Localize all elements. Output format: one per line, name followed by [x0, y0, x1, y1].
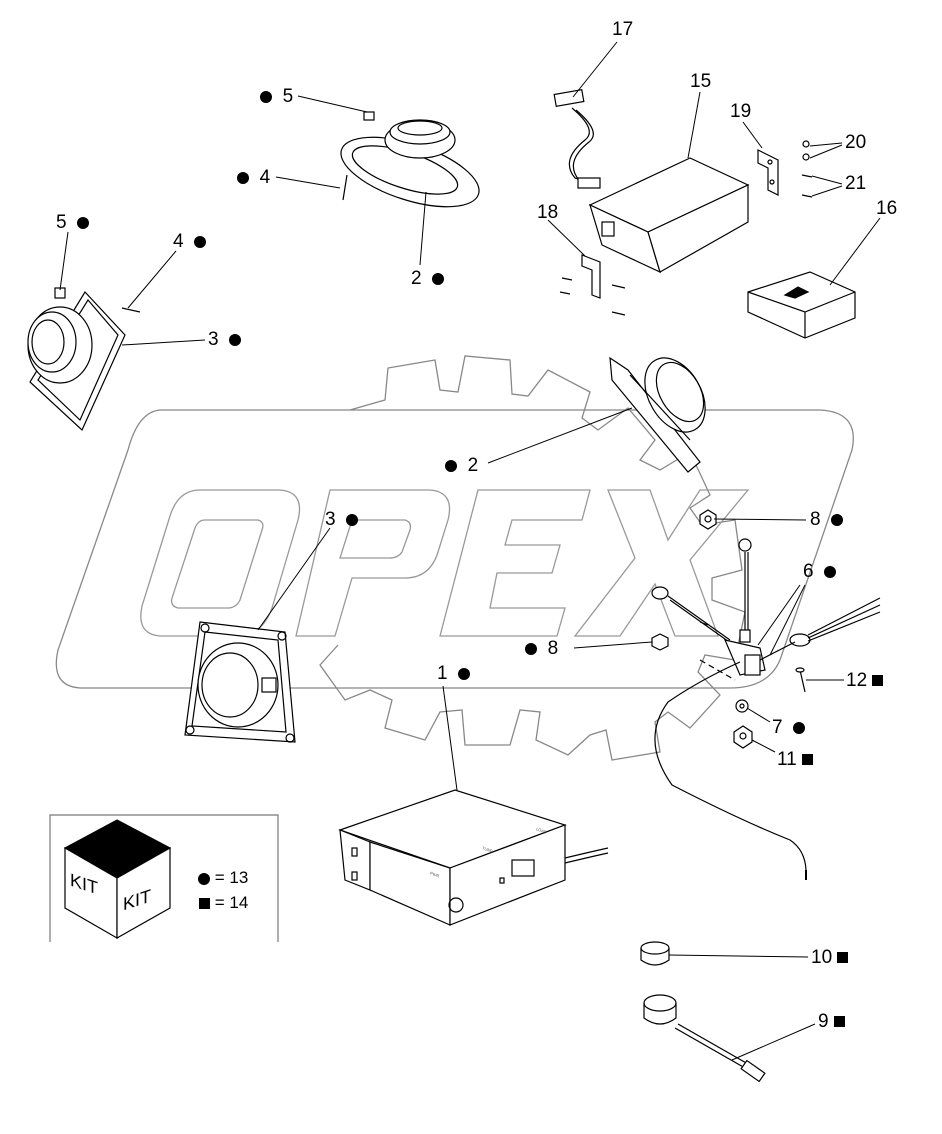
dot-marker: [445, 459, 457, 472]
callout-6-number: 6: [803, 561, 814, 582]
dot-marker: [458, 667, 471, 680]
callout-10: 10: [811, 947, 849, 968]
callout-5-left: 5: [56, 212, 90, 233]
callout-8-lower: 8: [525, 639, 558, 658]
part-3-speaker-middle: [184, 621, 296, 743]
callout-2-middle: 2: [445, 456, 478, 475]
kit-legend-dot-text: = 13: [214, 868, 249, 887]
square-marker: [837, 952, 849, 964]
dot-marker: [198, 872, 210, 885]
callout-2-top-number: 2: [411, 268, 422, 289]
dot-marker: [194, 235, 207, 248]
watermark-oval: [55, 409, 854, 689]
callout-19: 19: [730, 102, 751, 121]
callout-1: 1: [437, 663, 471, 684]
part-19-bracket: [757, 149, 779, 196]
callout-10-number: 10: [811, 947, 833, 968]
dot-marker: [824, 565, 837, 578]
callout-21: 21: [845, 174, 866, 193]
callout-2-middle-number: 2: [467, 455, 479, 476]
square-marker: [872, 675, 884, 687]
callout-15: 15: [690, 72, 711, 91]
square-marker: [199, 898, 210, 910]
callout-3-middle: 3: [325, 509, 359, 530]
callout-11-number: 11: [777, 749, 797, 770]
callout-16: 16: [876, 199, 897, 218]
callout-18: 18: [537, 203, 558, 222]
callout-9-number: 9: [818, 1011, 829, 1032]
part-12-screw: [795, 667, 806, 693]
square-marker: [802, 754, 814, 766]
part-11-nut: [733, 725, 753, 749]
kit-legend-box: [49, 814, 279, 942]
part-2-speaker-middle: [609, 356, 706, 473]
callout-7: 7: [772, 717, 806, 738]
callout-3-top-number: 3: [208, 329, 219, 350]
part-1-radio: [338, 789, 609, 926]
callout-9: 9: [818, 1012, 845, 1031]
dot-marker: [229, 333, 242, 346]
part-3-speaker-top: [27, 287, 141, 432]
part-20-21-screws: [801, 140, 813, 198]
callout-19-number: 19: [730, 101, 752, 122]
part-16-pad: [747, 271, 856, 339]
part-7-washer: [735, 699, 749, 713]
dot-marker: [793, 721, 806, 734]
callout-12-number: 12: [846, 670, 868, 691]
part-6-antenna-mount: [654, 597, 881, 880]
dot-marker: [237, 171, 249, 184]
callout-17: 17: [612, 20, 633, 39]
callout-5-top-number: 5: [282, 86, 294, 107]
callout-4-top: 4: [237, 168, 270, 187]
dot-marker: [525, 642, 537, 655]
callout-8-top-number: 8: [810, 509, 821, 530]
callout-21-number: 21: [845, 173, 867, 194]
dot-marker: [346, 513, 359, 526]
callout-5-left-number: 5: [56, 212, 67, 233]
callout-6: 6: [803, 561, 837, 582]
callout-20-number: 20: [845, 132, 867, 153]
part-2-speaker-top: [340, 111, 480, 208]
kit-legend-square-text: = 14: [214, 893, 249, 912]
part-8-nut-lower: [651, 633, 669, 651]
callout-4-left-number: 4: [173, 231, 184, 252]
part-15-amplifier: [588, 157, 750, 274]
part-8-nut-top: [699, 509, 717, 530]
leader-lines: [59, 41, 881, 1061]
square-marker: [833, 1016, 845, 1028]
callout-1-number: 1: [437, 663, 448, 684]
antenna-ground-lead: [738, 538, 752, 643]
kit-cube-icon: [63, 819, 172, 940]
callout-8-top: 8: [810, 509, 844, 530]
callout-3-middle-number: 3: [325, 509, 336, 530]
watermark-letters: [140, 489, 750, 637]
part-17-harness: [553, 88, 601, 189]
callout-17-number: 17: [612, 19, 634, 40]
dot-marker: [77, 216, 90, 229]
callout-2-top: 2: [411, 268, 445, 289]
callout-4-top-number: 4: [259, 167, 271, 188]
dot-marker: [831, 513, 844, 526]
callout-5-top: 5: [260, 87, 293, 106]
callout-16-number: 16: [876, 198, 898, 219]
dot-marker: [432, 272, 445, 285]
callout-11: 11: [777, 749, 814, 770]
dot-marker: [260, 90, 272, 103]
part-9-plug-cable: [643, 994, 766, 1083]
callout-12: 12: [846, 670, 884, 691]
kit-legend-row-square: = 14: [199, 894, 248, 911]
ground-strap: [651, 586, 733, 645]
callout-4-left: 4: [173, 231, 207, 252]
part-10-plug: [640, 941, 670, 966]
kit-legend-row-dot: = 13: [198, 869, 248, 886]
callout-3-top: 3: [208, 329, 242, 350]
callout-18-number: 18: [537, 202, 559, 223]
callout-20: 20: [845, 133, 866, 152]
callout-15-number: 15: [690, 71, 712, 92]
part-18-bracket: [559, 254, 626, 316]
callout-8-lower-number: 8: [547, 638, 559, 659]
callout-7-number: 7: [772, 717, 783, 738]
